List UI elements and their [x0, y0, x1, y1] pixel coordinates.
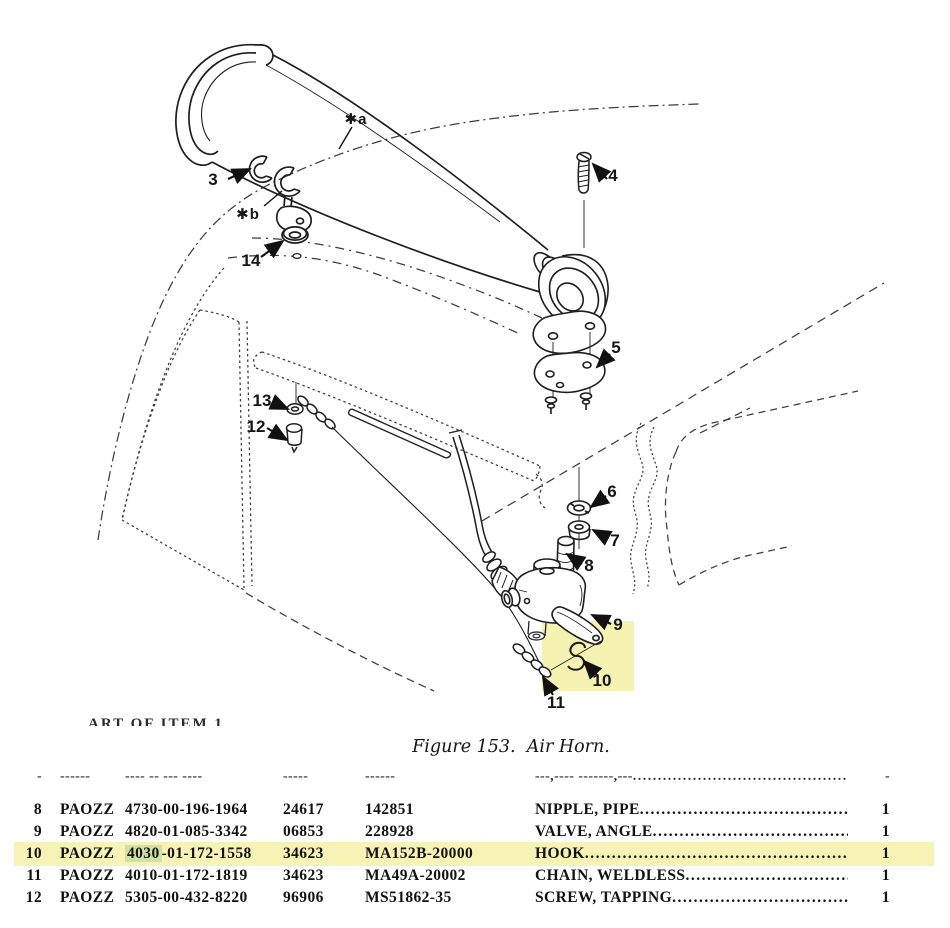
col-item-number: 11: [26, 867, 42, 884]
col-nsn: 4030-01-172-1558: [125, 845, 252, 862]
callout-5: 5: [611, 338, 620, 357]
callout-4: 4: [608, 166, 618, 185]
col-description: HOOK....................................…: [535, 843, 848, 865]
roof-screw-chain: [285, 382, 552, 678]
col-description: NIPPLE, PIPE............................…: [535, 799, 848, 821]
col-cagec: 34623: [283, 867, 324, 884]
clipped-footnote: ART OF ITEM 1: [88, 716, 224, 726]
col-quantity: -: [884, 772, 890, 782]
col-nsn: 5305-00-432-8220: [125, 889, 248, 906]
col-nsn: 4730-00-196-1964: [125, 801, 248, 818]
col-part-number: 142851: [365, 801, 414, 818]
callout-8: 8: [584, 556, 593, 575]
callout-10: 10: [593, 671, 612, 690]
stud-hardware: [555, 467, 592, 601]
gasket-item5: [533, 351, 606, 414]
col-item-number: 9: [33, 823, 42, 840]
col-cagec: -----: [283, 772, 309, 782]
clamp-items: [248, 155, 312, 260]
cab-outline: [97, 103, 885, 692]
col-cagec: 34623: [283, 845, 324, 862]
callout-14: 14: [242, 251, 261, 270]
callout-labels: 3 ✱a ✱b 14 4 5 13 12 6 7 8 9 10 11: [208, 111, 622, 712]
col-item-number: 12: [25, 889, 42, 906]
col-smr-code: PAOZZ: [60, 845, 115, 862]
callout-12: 12: [247, 417, 266, 436]
callout-13: 13: [253, 391, 272, 410]
dot-leader: ........................................…: [652, 823, 848, 840]
angle-valve: [500, 558, 604, 671]
col-nsn: 4820-01-085-3342: [125, 823, 248, 840]
line-drawing: 3 ✱a ✱b 14 4 5 13 12 6 7 8 9 10 11: [97, 43, 885, 712]
col-description: SCREW, TAPPING..........................…: [535, 887, 848, 909]
col-item-number: 10: [25, 845, 42, 862]
callout-3: 3: [208, 170, 217, 189]
col-nsn: ---- -- --- ----: [125, 772, 203, 782]
col-description: CHAIN, WELDLESS.........................…: [535, 865, 848, 887]
air-horn-trumpet: [175, 43, 549, 293]
col-part-number: ------: [365, 772, 396, 782]
air-horn-figure: 3 ✱a ✱b 14 4 5 13 12 6 7 8 9 10 11: [97, 43, 885, 712]
callout-6: 6: [607, 482, 616, 501]
col-smr-code: ------: [60, 772, 91, 782]
screw-item4: [576, 151, 592, 194]
col-nsn: 4010-01-172-1819: [125, 867, 248, 884]
table-row: 10 PAOZZ 4030-01-172-1558 34623 MA152B-2…: [0, 842, 950, 866]
dot-leader: ........................................…: [584, 845, 848, 862]
col-quantity: 1: [881, 867, 890, 884]
col-quantity: 1: [881, 889, 890, 906]
table-row: 12 PAOZZ 5305-00-432-8220 96906 MS51862-…: [0, 887, 950, 909]
col-quantity: 1: [881, 801, 890, 818]
dot-leader: ........................................…: [672, 889, 848, 906]
callout-b: ✱b: [236, 206, 260, 223]
col-part-number: 228928: [365, 823, 414, 840]
callout-7: 7: [610, 531, 619, 550]
dot-leader: ........................................…: [639, 801, 848, 818]
table-row: 9 PAOZZ 4820-01-085-3342 06853 228928 VA…: [0, 821, 950, 843]
col-smr-code: PAOZZ: [60, 801, 115, 818]
callout-9: 9: [613, 615, 622, 634]
dot-leader: ........................................…: [632, 772, 848, 782]
col-quantity: 1: [881, 823, 890, 840]
col-cagec: 06853: [283, 823, 324, 840]
s-hook-item10: [567, 641, 587, 671]
col-cagec: 96906: [283, 889, 324, 906]
col-description: ---,---- -------,---....................…: [535, 772, 848, 782]
parts-table: - ------ ---- -- --- ---- ----- ------ -…: [0, 770, 950, 909]
col-part-number: MA152B-20000: [365, 845, 474, 862]
callout-11: 11: [547, 693, 565, 712]
horn-body: [532, 200, 609, 402]
col-item-number: -: [36, 772, 42, 782]
air-hose: [448, 429, 522, 602]
table-row: 11 PAOZZ 4010-01-172-1819 34623 MA49A-20…: [0, 865, 950, 887]
col-cagec: 24617: [283, 801, 324, 818]
col-part-number: MA49A-20002: [365, 867, 466, 884]
callout-a: ✱a: [345, 111, 368, 128]
search-term-highlight: 4030: [125, 845, 162, 862]
table-row: - ------ ---- -- --- ---- ----- ------ -…: [0, 772, 950, 782]
col-smr-code: PAOZZ: [60, 823, 115, 840]
table-row: 8 PAOZZ 4730-00-196-1964 24617 142851 NI…: [0, 799, 950, 821]
col-description: VALVE, ANGLE............................…: [535, 821, 848, 843]
col-smr-code: PAOZZ: [60, 889, 115, 906]
visor-slot: [348, 408, 452, 459]
col-smr-code: PAOZZ: [60, 867, 115, 884]
figure-caption: Figure 153. Air Horn.: [412, 737, 610, 757]
col-part-number: MS51862-35: [365, 889, 452, 906]
callout-arrows: [227, 126, 616, 697]
col-item-number: 8: [33, 801, 42, 818]
parts-table-rows: - ------ ---- -- --- ---- ----- ------ -…: [0, 772, 950, 909]
col-quantity: 1: [881, 845, 890, 862]
dot-leader: ........................................…: [685, 867, 848, 884]
